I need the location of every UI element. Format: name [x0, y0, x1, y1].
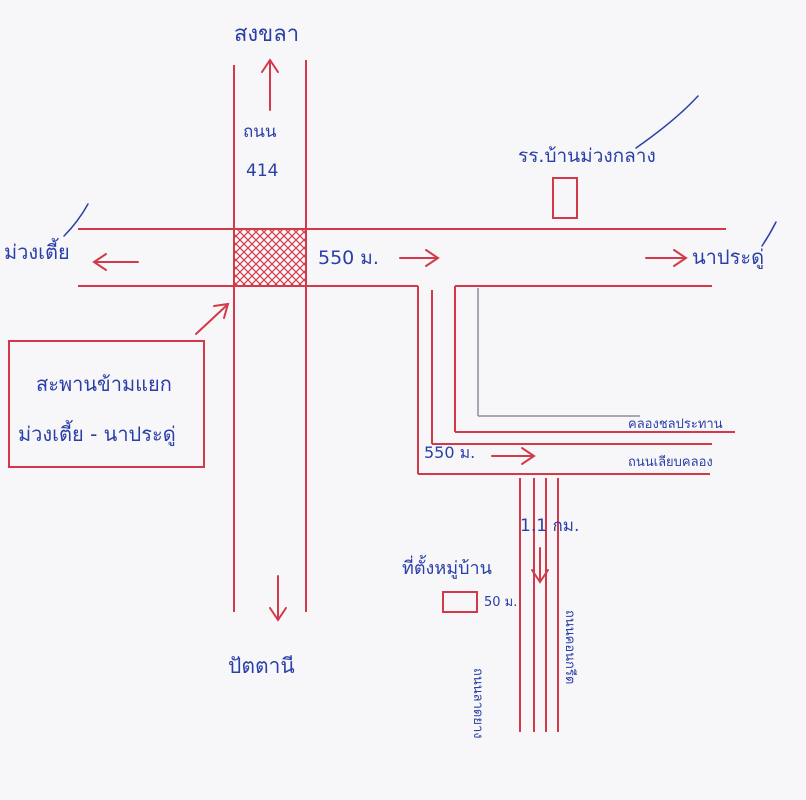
- arrow-east-2: [645, 249, 688, 267]
- arrow-west: [92, 253, 139, 271]
- overpass-hatched: [233, 228, 307, 287]
- ink-pointer-east: [761, 221, 777, 247]
- distance-km-label: 1.1 กม.: [520, 516, 580, 536]
- legend-line-2: ม่วงเตี้ย - นาประดู่: [18, 422, 176, 446]
- road-name-label: ถนน: [243, 122, 277, 142]
- arrow-east-3: [491, 447, 536, 465]
- legend-box: [8, 340, 205, 468]
- south-branch-road: [519, 478, 559, 732]
- south-destination-label: ปัตตานี: [228, 654, 295, 678]
- north-destination-label: สงขลา: [234, 22, 300, 47]
- east-destination-label: นาประดู่: [692, 245, 765, 269]
- ink-pointer-school: [635, 95, 699, 149]
- site-label: ที่ตั้งหมู่บ้าน: [402, 558, 492, 579]
- site-distance-label: 50 ม.: [484, 595, 518, 610]
- branch-road: [417, 286, 735, 475]
- distance-south-branch-label: 550 ม.: [424, 443, 476, 462]
- school-label: รร.บ้านม่วงกลาง: [518, 145, 656, 167]
- school-building: [552, 177, 578, 219]
- legend-line-1: สะพานข้ามแยก: [36, 372, 172, 396]
- arrow-north: [261, 58, 279, 111]
- west-destination-label: ม่วงเตี้ย: [4, 240, 70, 264]
- canal-road-label: ถนนเลียบคลอง: [628, 455, 713, 470]
- road-number-label: 414: [246, 161, 279, 181]
- canal-label: คลองชลประทาน: [628, 417, 723, 432]
- legend-pointer: [195, 302, 230, 335]
- arrow-south: [269, 575, 287, 622]
- ink-pointer-west: [63, 203, 89, 237]
- canal-lines: [477, 288, 640, 417]
- highway-414: [233, 60, 307, 612]
- arrow-south-2: [531, 547, 549, 584]
- arrow-east-1: [399, 249, 440, 267]
- side-road-left-label: ถนนลาดยาง: [470, 668, 485, 739]
- site-building: [442, 591, 478, 613]
- distance-east-label: 550 ม.: [318, 247, 379, 269]
- side-road-right-label: ถนนคอนกรีต: [562, 610, 577, 685]
- arrows: [63, 58, 777, 622]
